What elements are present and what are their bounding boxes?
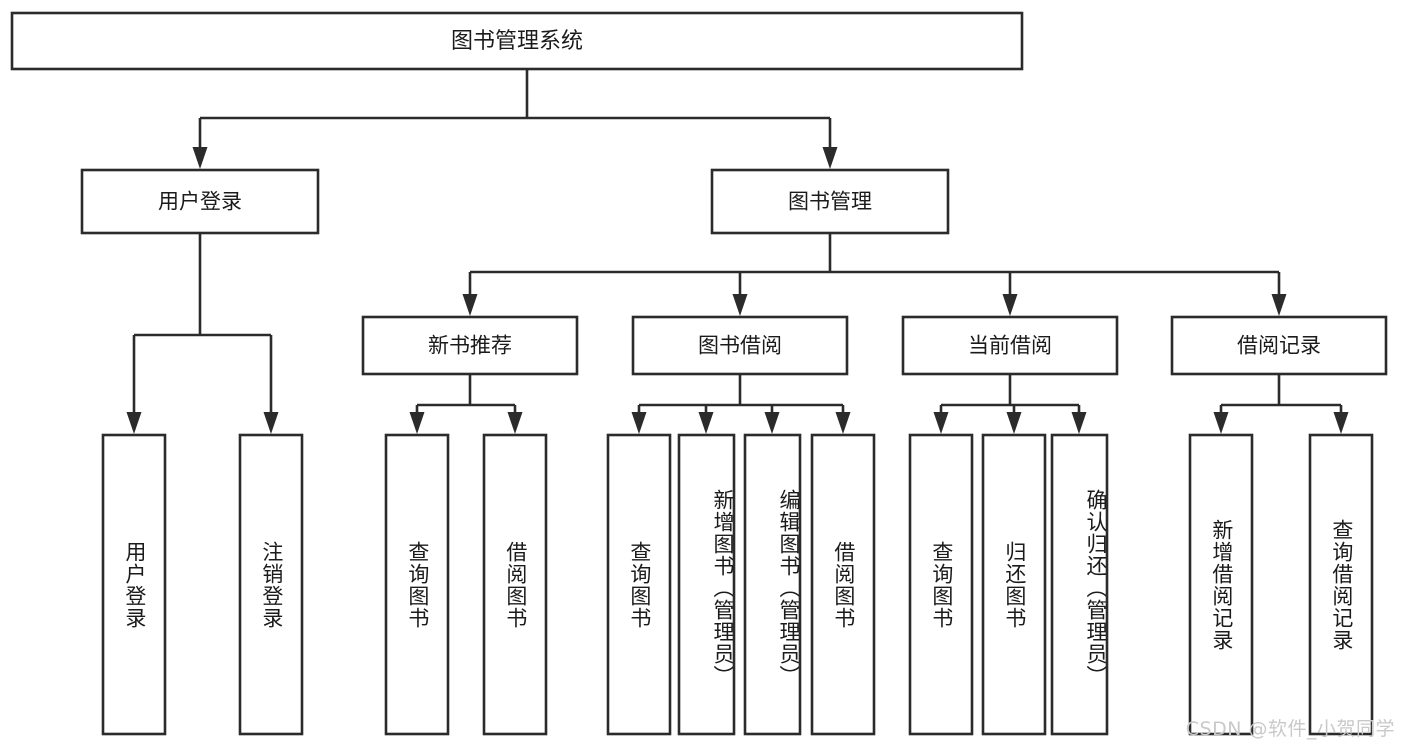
node-box-leaf-return-book — [981, 433, 1047, 736]
node-box-leaf-add-borrow-record — [1188, 433, 1254, 736]
node-label-leaf-query-book-current: 查询图书 — [929, 540, 954, 629]
node-box-leaf-logout-login — [238, 433, 304, 736]
node-box-leaf-query-borrow-record — [1308, 433, 1374, 736]
connector-new-book-recommend-to-leaves — [409, 374, 523, 434]
node-box-leaf-borrow-book-borrow — [810, 433, 876, 736]
node-label-leaf-add-book-admin: 新增图书（管理员） — [711, 488, 733, 687]
node-label-leaf-query-borrow-record: 查询借阅记录 — [1329, 518, 1354, 651]
connector-current-borrow-to-leaves — [933, 374, 1087, 434]
node-box-leaf-query-book-borrow — [606, 433, 672, 736]
node-label-user-login: 用户登录 — [158, 190, 242, 214]
node-label-book-borrow: 图书借阅 — [698, 334, 782, 358]
node-new-book-recommend[interactable]: 新书推荐 — [361, 315, 579, 376]
node-leaf-add-book-admin[interactable]: 新增图书（管理员） — [677, 433, 736, 736]
node-leaf-query-book-current[interactable]: 查询图书 — [908, 433, 974, 736]
node-borrow-record[interactable]: 借阅记录 — [1170, 315, 1388, 376]
node-leaf-query-book-recommend[interactable]: 查询图书 — [384, 433, 450, 736]
node-user-login[interactable]: 用户登录 — [80, 168, 320, 235]
node-leaf-borrow-book-borrow[interactable]: 借阅图书 — [810, 433, 876, 736]
node-box-leaf-edit-book-admin — [743, 433, 802, 736]
node-box-current-borrow — [901, 315, 1119, 376]
node-current-borrow[interactable]: 当前借阅 — [901, 315, 1119, 376]
node-label-borrow-record: 借阅记录 — [1237, 334, 1321, 358]
node-label-book-management: 图书管理 — [788, 190, 872, 214]
node-label-leaf-query-book-borrow: 查询图书 — [627, 540, 652, 629]
node-label-leaf-confirm-return-admin: 确认归还（管理员） — [1084, 488, 1106, 687]
connector-root-to-level2 — [192, 69, 838, 169]
node-leaf-edit-book-admin[interactable]: 编辑图书（管理员） — [743, 433, 802, 736]
node-box-leaf-query-book-recommend — [384, 433, 450, 736]
nodes-layer: 图书管理系统用户登录图书管理新书推荐图书借阅当前借阅借阅记录用户登录注销登录查询… — [10, 11, 1388, 736]
node-label-root: 图书管理系统 — [451, 29, 583, 54]
node-label-leaf-return-book: 归还图书 — [1002, 540, 1027, 629]
connector-borrow-record-to-leaves — [1213, 374, 1349, 434]
node-leaf-borrow-book-recommend[interactable]: 借阅图书 — [482, 433, 548, 736]
node-label-leaf-query-book-recommend: 查询图书 — [405, 540, 430, 629]
node-label-leaf-borrow-book-recommend: 借阅图书 — [503, 540, 528, 629]
node-box-root — [10, 11, 1024, 71]
node-box-user-login — [80, 168, 320, 235]
node-label-new-book-recommend: 新书推荐 — [428, 334, 512, 358]
node-label-leaf-add-borrow-record: 新增借阅记录 — [1209, 518, 1234, 651]
node-book-borrow[interactable]: 图书借阅 — [631, 315, 849, 376]
node-book-management[interactable]: 图书管理 — [710, 168, 950, 235]
node-label-leaf-logout-login: 注销登录 — [259, 540, 284, 629]
connector-book-management-to-level3 — [462, 233, 1287, 316]
csdn-watermark: CSDN @软件_小贺同学 — [1185, 718, 1395, 740]
node-leaf-query-borrow-record[interactable]: 查询借阅记录 — [1308, 433, 1374, 736]
node-leaf-add-borrow-record[interactable]: 新增借阅记录 — [1188, 433, 1254, 736]
node-label-leaf-user-login: 用户登录 — [122, 540, 147, 629]
connector-book-borrow-to-leaves — [631, 374, 851, 434]
node-leaf-confirm-return-admin[interactable]: 确认归还（管理员） — [1050, 433, 1109, 736]
node-leaf-query-book-borrow[interactable]: 查询图书 — [606, 433, 672, 736]
node-label-leaf-edit-book-admin: 编辑图书（管理员） — [777, 488, 799, 687]
node-leaf-logout-login[interactable]: 注销登录 — [238, 433, 304, 736]
node-leaf-return-book[interactable]: 归还图书 — [981, 433, 1047, 736]
node-box-leaf-borrow-book-recommend — [482, 433, 548, 736]
node-label-leaf-borrow-book-borrow: 借阅图书 — [831, 540, 856, 629]
node-leaf-user-login[interactable]: 用户登录 — [101, 433, 167, 736]
node-root[interactable]: 图书管理系统 — [10, 11, 1024, 71]
node-box-leaf-confirm-return-admin — [1050, 433, 1109, 736]
node-box-leaf-user-login — [101, 433, 167, 736]
node-box-book-borrow — [631, 315, 849, 376]
node-label-current-borrow: 当前借阅 — [968, 334, 1052, 358]
node-box-book-management — [710, 168, 950, 235]
node-box-leaf-add-book-admin — [677, 433, 736, 736]
connectors-layer — [126, 69, 1349, 434]
node-box-new-book-recommend — [361, 315, 579, 376]
connector-user-login-to-leaves — [126, 233, 279, 434]
node-box-leaf-query-book-current — [908, 433, 974, 736]
node-box-borrow-record — [1170, 315, 1388, 376]
